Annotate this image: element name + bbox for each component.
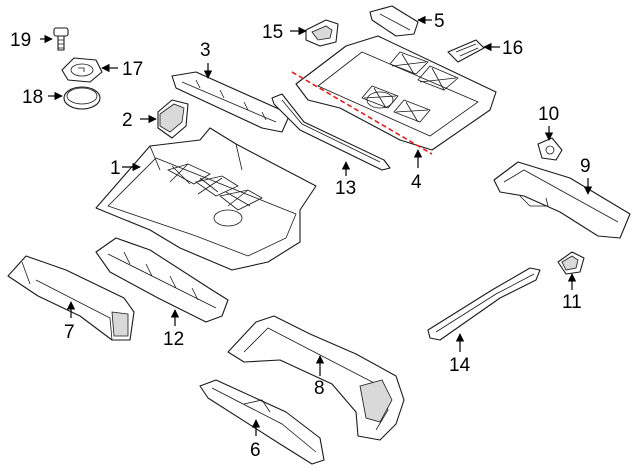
callout-5: 5 (434, 11, 445, 32)
part-10-clip[interactable] (537, 137, 563, 161)
part-17-plug[interactable] (61, 57, 103, 83)
callout-18: 18 (22, 87, 43, 108)
part-9-rear-rail[interactable] (493, 161, 631, 239)
cut-line (291, 71, 433, 155)
part-5-bracket[interactable] (369, 5, 419, 37)
callout-1: 1 (110, 158, 121, 179)
callout-12: 12 (163, 329, 184, 350)
part-12-reinforcement[interactable] (95, 237, 229, 323)
part-18-grommet[interactable] (63, 86, 101, 110)
part-19-bolt[interactable] (53, 27, 69, 51)
callout-17: 17 (122, 59, 143, 80)
callout-4: 4 (411, 172, 422, 193)
callout-2: 2 (122, 110, 133, 131)
part-15-bracket[interactable] (305, 19, 339, 47)
part-16-bracket[interactable] (447, 39, 485, 63)
part-13-reinforcement[interactable] (271, 93, 391, 171)
callout-19: 19 (10, 30, 31, 51)
part-4-rear-floor-pan[interactable] (291, 35, 497, 155)
callout-9: 9 (580, 156, 591, 177)
leader-lines (40, 15, 593, 436)
part-8-crossmember[interactable] (227, 315, 405, 441)
callout-15: 15 (262, 22, 283, 43)
callout-8: 8 (314, 378, 325, 399)
callout-6: 6 (250, 440, 261, 461)
part-14-crossbar[interactable] (427, 267, 541, 341)
part-1-floor-pan[interactable] (95, 127, 317, 271)
callout-3: 3 (200, 40, 211, 61)
callout-11: 11 (562, 292, 582, 313)
part-2-bracket[interactable] (157, 99, 189, 139)
part-7-side-rail[interactable] (7, 255, 135, 341)
part-3-crossmember[interactable] (171, 71, 291, 133)
callout-labels: 19 17 18 3 2 1 15 5 16 4 13 10 9 11 14 7… (10, 11, 591, 461)
callout-10: 10 (538, 104, 559, 125)
part-11-bracket[interactable] (557, 251, 585, 275)
callout-7: 7 (64, 322, 75, 343)
callout-16: 16 (502, 38, 523, 59)
part-6-rail[interactable] (199, 379, 325, 465)
callout-14: 14 (449, 355, 471, 376)
callout-13: 13 (335, 178, 356, 199)
